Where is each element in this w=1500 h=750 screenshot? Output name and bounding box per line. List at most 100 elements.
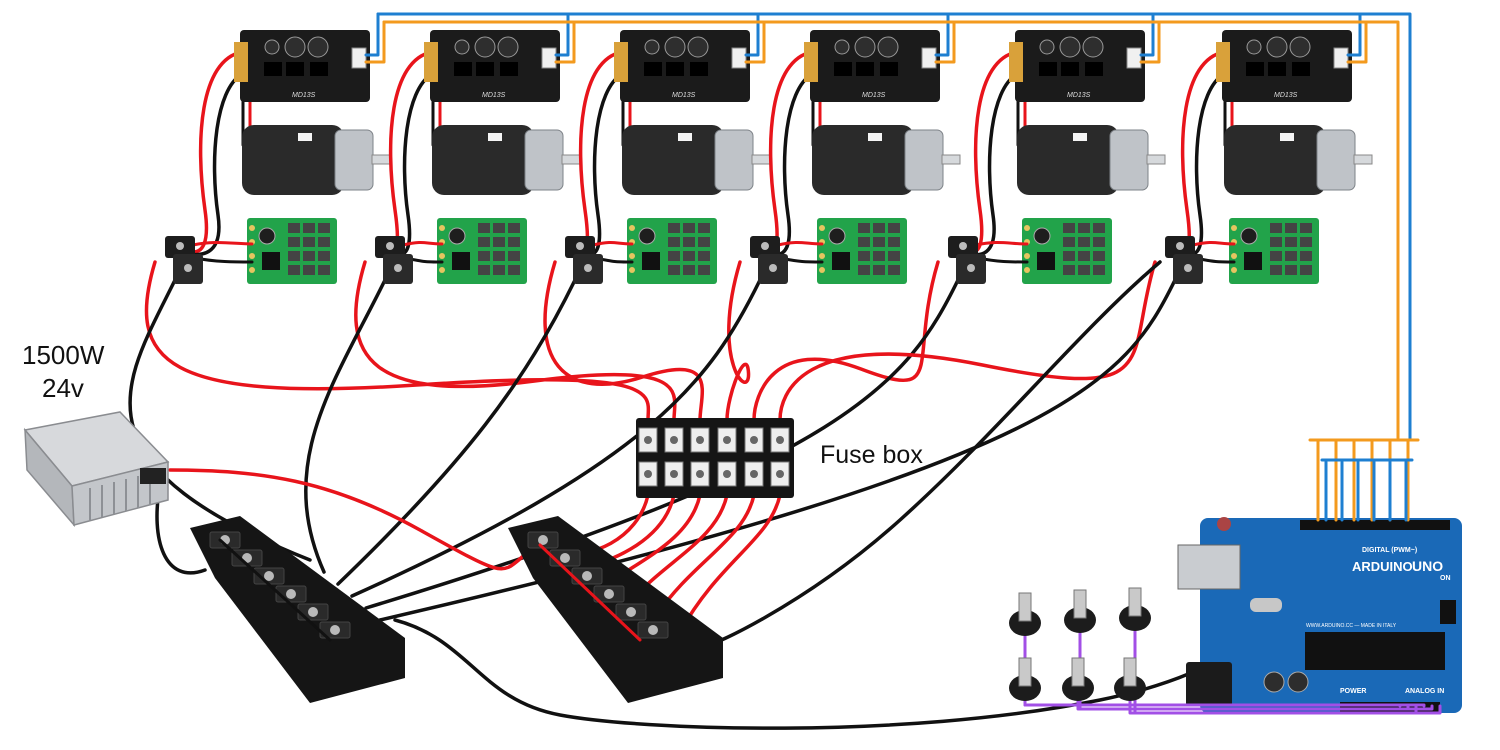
- bus-bar-screw: [604, 589, 614, 599]
- arduino-model-text: UNO: [1412, 558, 1443, 574]
- regulator-inductor: [873, 251, 885, 261]
- potentiometer-knob: [1062, 675, 1094, 701]
- driver-capacitor: [834, 39, 850, 55]
- pwm-wire-5: [1139, 20, 1161, 64]
- regulator-inductor: [478, 237, 490, 247]
- long-black-return: [715, 260, 1162, 644]
- driver-mosfet: [1268, 62, 1286, 76]
- pwm-wire-1: [364, 20, 386, 64]
- dir-wire-5: [1139, 12, 1155, 57]
- regulator-inductor: [508, 237, 520, 247]
- driver-capacitor: [1246, 39, 1262, 55]
- regulator-inductor: [303, 265, 315, 275]
- regulator-inductor: [888, 223, 900, 233]
- pwm-wire-6: [1346, 20, 1368, 64]
- regulator-wire-red: [974, 240, 1029, 247]
- regulator-inductor: [478, 251, 490, 261]
- regulator-inductor: [873, 237, 885, 247]
- driver-power-black: [396, 72, 434, 257]
- regulator-inductor: [1078, 265, 1090, 275]
- fuse-screw: [644, 470, 652, 478]
- regulator-inductor: [683, 251, 695, 261]
- positive-bus-bar: [508, 516, 723, 703]
- dir-wire-2: [554, 12, 570, 57]
- driver-capacitor: [264, 39, 280, 55]
- driver-power-terminal: [424, 42, 438, 82]
- dc-motor-endcap: [524, 129, 564, 191]
- driver-mosfet: [1246, 62, 1264, 76]
- screw-head: [769, 264, 777, 272]
- regulator-inductor: [1285, 237, 1297, 247]
- fuse-screw: [776, 470, 784, 478]
- regulator-inductor: [873, 223, 885, 233]
- regulator-inductor: [288, 223, 300, 233]
- driver-mosfet: [454, 62, 472, 76]
- power-wire-black-channel-2: [304, 278, 387, 574]
- regulator-capacitor: [258, 227, 276, 245]
- dc-motor-shaft: [371, 154, 391, 165]
- screw-head: [959, 242, 967, 250]
- arduino-analog-label: ANALOG IN: [1405, 688, 1444, 695]
- screw-head: [394, 264, 402, 272]
- regulator-inductor: [318, 265, 330, 275]
- regulator-pin: [439, 267, 445, 273]
- regulator-capacitor: [828, 227, 846, 245]
- dc-motor: [432, 125, 534, 195]
- regulator-inductor: [1270, 251, 1282, 261]
- potentiometer-knob: [1114, 675, 1146, 701]
- power-wire-red-channel-6: [778, 260, 1157, 422]
- regulator-pin: [1231, 267, 1237, 273]
- dc-motor-endcap: [1316, 129, 1356, 191]
- regulator-inductor: [1078, 251, 1090, 261]
- bus-bar-screw: [264, 571, 274, 581]
- regulator-capacitor: [448, 227, 466, 245]
- bus-bar-screw: [286, 589, 296, 599]
- regulator-inductor: [1063, 223, 1075, 233]
- bus-bar-screw: [538, 535, 548, 545]
- arduino-brand-text: ARDUINO: [1352, 559, 1413, 574]
- regulator-inductor: [683, 223, 695, 233]
- driver-mosfet: [644, 62, 662, 76]
- dc-motor-shaft: [561, 154, 581, 165]
- dir-wire-1: [364, 12, 380, 57]
- potentiometer-knob: [1064, 607, 1096, 633]
- driver-mosfet: [690, 62, 708, 76]
- regulator-inductor: [1270, 223, 1282, 233]
- regulator-inductor: [1300, 265, 1312, 275]
- regulator-inductor: [1093, 237, 1105, 247]
- psu-positive-wire: [168, 468, 530, 571]
- driver-mosfet: [1039, 62, 1057, 76]
- regulator-pin: [629, 225, 635, 231]
- pwm-wire-2: [554, 20, 576, 64]
- driver-capacitor: [877, 36, 899, 58]
- channel-5: MD13S: [948, 30, 1166, 284]
- fuse-screw: [723, 436, 731, 444]
- regulator-inductor: [508, 265, 520, 275]
- regulator-inductor: [288, 237, 300, 247]
- dir-bus: [376, 12, 1412, 442]
- regulator-inductor: [1300, 251, 1312, 261]
- bus-bar-screw: [308, 607, 318, 617]
- digital-header: [1300, 520, 1450, 530]
- driver-signal-header: [921, 47, 937, 69]
- driver-capacitor: [454, 39, 470, 55]
- bus-bar-screw: [626, 607, 636, 617]
- screw-head: [386, 242, 394, 250]
- driver-capacitor: [307, 36, 329, 58]
- regulator-pin: [819, 267, 825, 273]
- regulator-inductor: [683, 237, 695, 247]
- power-wire-black-channel-3: [336, 278, 577, 586]
- atmega-chip: [1305, 632, 1445, 670]
- driver-capacitor: [687, 36, 709, 58]
- bus-bar-screw: [648, 625, 658, 635]
- regulator-inductor: [1300, 223, 1312, 233]
- dir-wire-6: [1346, 12, 1362, 57]
- screw-head: [1184, 264, 1192, 272]
- regulator-inductor: [478, 265, 490, 275]
- dc-motor-shaft: [1353, 154, 1373, 165]
- dc-motor-sticker: [298, 133, 312, 141]
- regulator-inductor: [493, 237, 505, 247]
- driver-capacitor: [497, 36, 519, 58]
